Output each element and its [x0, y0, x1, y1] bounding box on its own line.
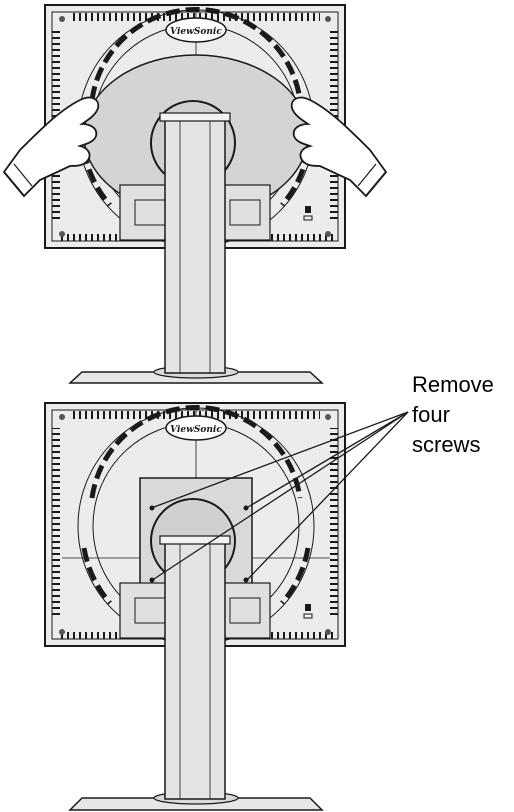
- callout-leader-lines: [153, 411, 409, 580]
- screw-top-left: [149, 505, 155, 511]
- stand-neck: [164, 114, 226, 374]
- right-hand-icon: [290, 96, 388, 198]
- lock-icon: [305, 206, 311, 213]
- callout-line-1: Remove: [412, 372, 494, 397]
- screw-bottom-left: [149, 577, 155, 583]
- screw-top-right: [243, 505, 249, 511]
- monitor-back-figure-top: ViewSonic: [2, 4, 388, 384]
- monitor-back-figure-bottom: ViewSonic: [44, 402, 409, 811]
- logo-text: ViewSonic: [170, 425, 222, 435]
- stand-neck: [164, 537, 226, 800]
- callout-line-2: four: [412, 402, 450, 427]
- lock-icon: [305, 604, 311, 611]
- remove-screws-callout: Remove four screws: [412, 370, 512, 460]
- callout-line-3: screws: [412, 432, 481, 457]
- left-hand-icon: [2, 96, 100, 198]
- screw-bottom-right: [243, 577, 249, 583]
- logo-text: ViewSonic: [170, 27, 222, 37]
